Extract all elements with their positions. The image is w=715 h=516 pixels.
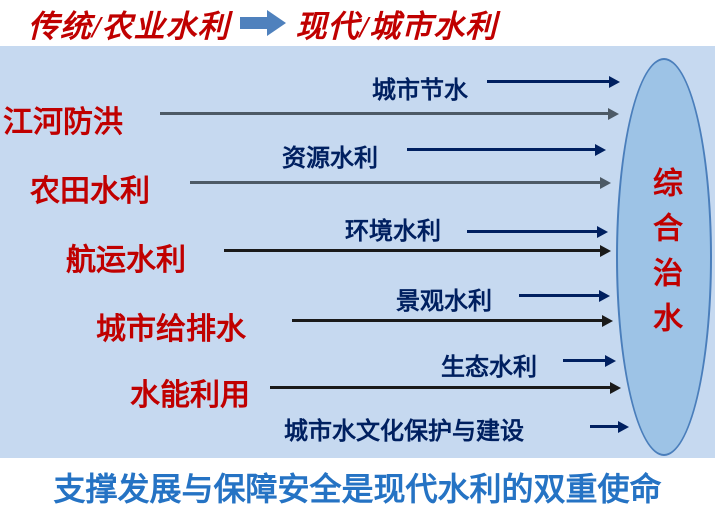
connector-arrow: [467, 230, 597, 233]
ellipse-label: 综合治水: [648, 167, 681, 347]
connector-arrow: [292, 319, 602, 322]
traditional-item: 航运水利: [66, 244, 186, 277]
connector-arrow: [270, 386, 610, 389]
connector-arrow: [563, 359, 605, 362]
title-left: 传统/农业水利: [28, 8, 230, 44]
connector-arrow: [160, 112, 608, 115]
modern-item: 环境水利: [345, 218, 441, 245]
comprehensive-ellipse: 综合治水: [616, 58, 712, 456]
traditional-item: 农田水利: [30, 175, 150, 208]
connector-arrow: [224, 249, 600, 252]
modern-item: 资源水利: [282, 145, 378, 172]
traditional-item: 江河防洪: [3, 106, 123, 139]
page-title: 传统/农业水利 现代/城市水利: [0, 0, 715, 46]
modern-item: 城市节水: [372, 77, 468, 104]
title-right: 现代/城市水利: [295, 8, 498, 44]
traditional-item: 城市给排水: [96, 313, 246, 346]
connector-arrow: [519, 294, 599, 297]
connector-arrow: [190, 181, 600, 184]
modern-item: 生态水利: [441, 354, 537, 381]
footer-text: 支撑发展与保障安全是现代水利的双重使命: [0, 458, 715, 516]
connector-arrow: [590, 425, 618, 428]
block-arrow-icon: [239, 10, 286, 36]
connector-arrow: [407, 148, 595, 151]
traditional-item: 水能利用: [130, 379, 250, 412]
modern-item: 景观水利: [396, 288, 492, 315]
connector-arrow: [487, 80, 609, 83]
modern-item: 城市水文化保护与建设: [284, 418, 524, 445]
